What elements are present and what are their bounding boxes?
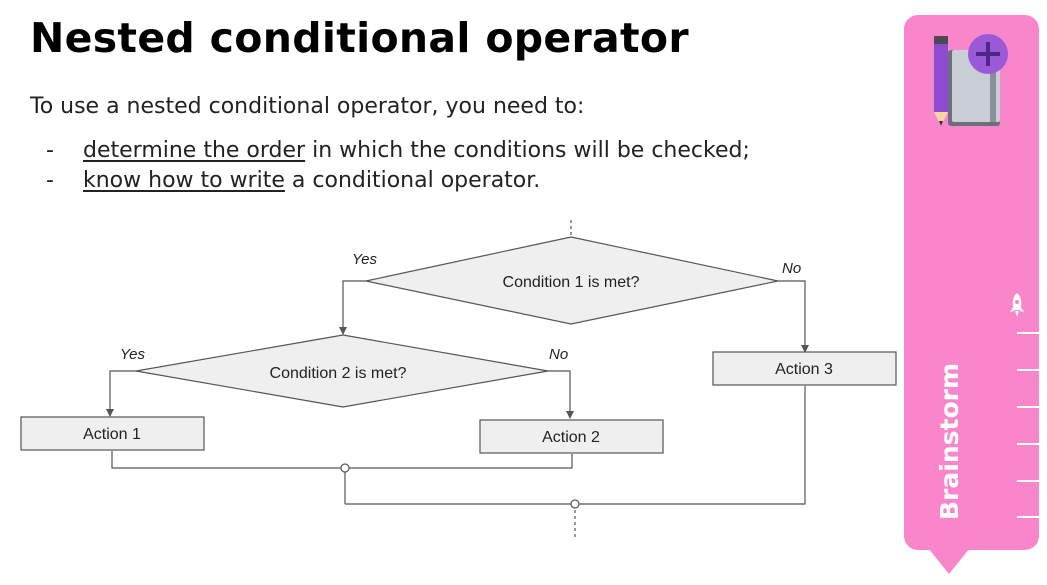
connector-no2	[548, 370, 574, 419]
junction-dot-outer	[570, 499, 580, 509]
bullet-dash: -	[46, 168, 54, 193]
rocket-icon	[1010, 293, 1024, 317]
action-1-label: Action 1	[83, 426, 141, 443]
bullet-underlined: determine the order	[83, 138, 306, 163]
bullet-list: - determine the order in which the condi…	[46, 136, 750, 196]
connector-yes1	[339, 280, 366, 335]
junction-dot-inner	[340, 463, 350, 473]
panel-pointer	[928, 548, 970, 574]
panel-tick	[1017, 443, 1039, 445]
decision-1-diamond	[365, 236, 779, 325]
yes-label-2: Yes	[120, 346, 146, 363]
no-label-2: No	[549, 346, 568, 363]
flowchart: Condition 1 is met? Condition 2 is met? …	[20, 220, 897, 540]
slide-title: Nested conditional operator	[30, 14, 689, 62]
action-3-box	[712, 351, 897, 386]
bullet-underlined: know how to write	[83, 168, 285, 193]
intro-text: To use a nested conditional operator, yo…	[30, 94, 585, 119]
panel-tick	[1017, 480, 1039, 482]
decision-2-label: Condition 2 is met?	[270, 365, 407, 382]
action-2-box	[479, 419, 664, 454]
panel-tick	[1017, 406, 1039, 408]
brainstorm-label: Brainstorm	[935, 362, 964, 520]
action-3-label: Action 3	[775, 361, 833, 378]
bullet-item: - know how to write a conditional operat…	[46, 166, 750, 196]
panel-tick	[1017, 369, 1039, 371]
decision-1-label: Condition 1 is met?	[503, 274, 640, 291]
connector-yes2	[106, 370, 136, 417]
action-2-label: Action 2	[542, 429, 600, 446]
bullet-rest: in which the conditions will be checked;	[305, 138, 750, 163]
yes-label-1: Yes	[352, 251, 378, 268]
notebook-pencil-plus-icon	[934, 34, 1008, 126]
panel-tick	[1017, 516, 1039, 518]
bullet-rest: a conditional operator.	[284, 168, 541, 193]
bullet-dash: -	[46, 138, 54, 163]
bullet-item: - determine the order in which the condi…	[46, 136, 750, 166]
action-1-box	[20, 416, 205, 451]
decision-2-diamond	[135, 334, 549, 408]
no-label-1: No	[782, 260, 801, 277]
panel-tick	[1017, 332, 1039, 334]
merge-line-outer	[345, 386, 806, 505]
connector-no1	[778, 280, 809, 353]
